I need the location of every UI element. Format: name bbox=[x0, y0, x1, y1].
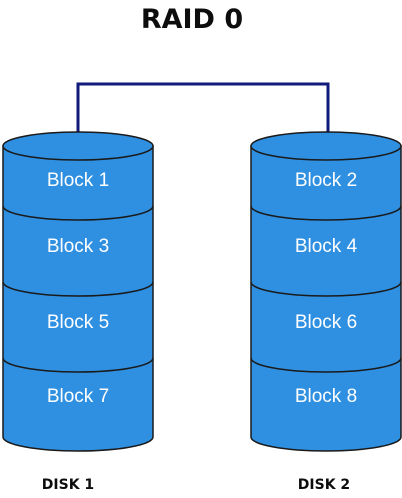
disk-2-block-2: Block 4 bbox=[295, 236, 358, 257]
diagram-title: RAID 0 bbox=[140, 4, 244, 35]
disk-1-divider-3 bbox=[2, 357, 154, 373]
disk-1: Block 1 Block 3 Block 5 Block 7 bbox=[2, 131, 154, 452]
disk-1-label: DISK 1 bbox=[41, 477, 95, 493]
disk-2-divider-2 bbox=[250, 281, 402, 297]
disk-2: Block 2 Block 4 Block 6 Block 8 bbox=[250, 131, 402, 452]
disk-2-block-1: Block 2 bbox=[295, 170, 357, 191]
disk-2-body bbox=[250, 145, 402, 452]
disk-2-block-3: Block 6 bbox=[295, 312, 357, 333]
disk-2-label: DISK 2 bbox=[297, 477, 351, 493]
disk-1-block-1: Block 1 bbox=[47, 170, 109, 191]
disk-1-top bbox=[2, 131, 154, 161]
disk-1-block-4: Block 7 bbox=[47, 386, 109, 407]
disk-2-divider-3 bbox=[250, 357, 402, 373]
disk-2-divider-1 bbox=[250, 205, 402, 221]
disk-1-body bbox=[2, 145, 154, 452]
disk-2-block-4: Block 8 bbox=[295, 386, 357, 407]
raid-connector-line bbox=[76, 82, 330, 132]
disk-1-block-2: Block 3 bbox=[47, 236, 109, 257]
disk-1-divider-1 bbox=[2, 205, 154, 221]
disk-2-top bbox=[250, 131, 402, 161]
disk-1-divider-2 bbox=[2, 281, 154, 297]
disk-1-block-3: Block 5 bbox=[47, 312, 109, 333]
